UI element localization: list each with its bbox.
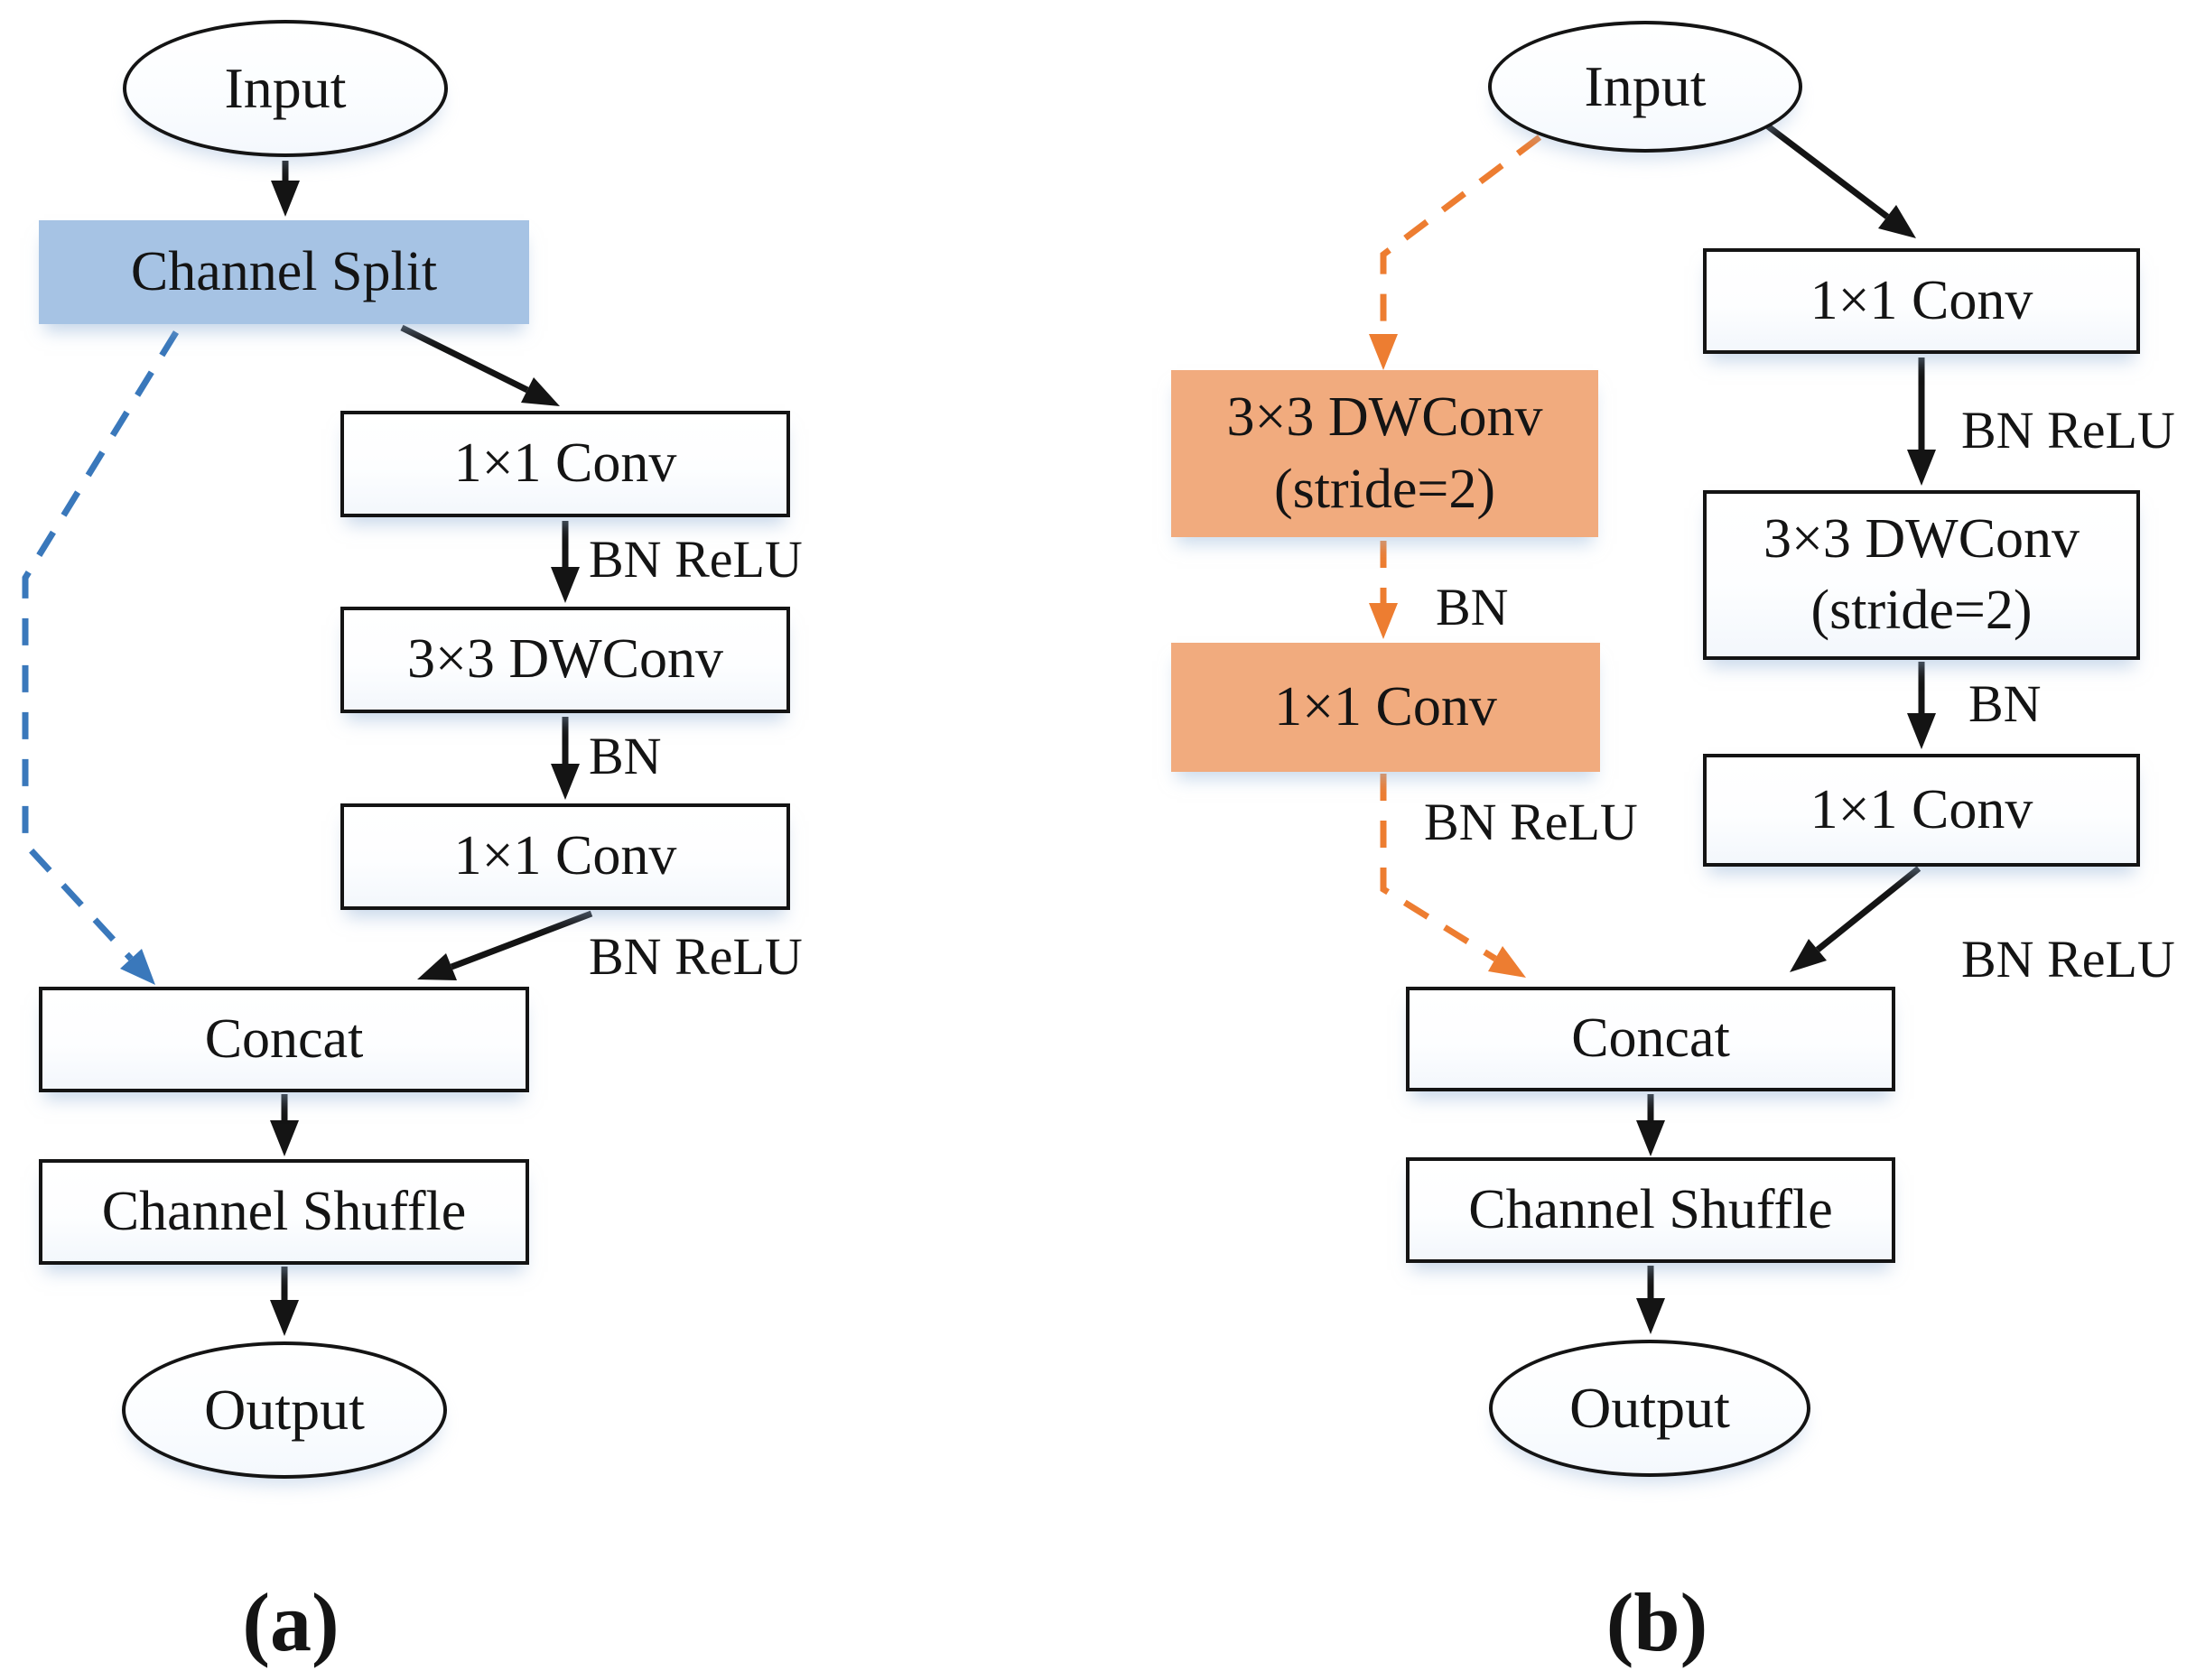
b-arrow-conv1-dw-head-icon: [1907, 450, 1936, 486]
b-input-ellipse: Input: [1488, 21, 1802, 153]
b-right-bn-relu-label-2: BN ReLU: [1961, 930, 2175, 989]
a-arrow-shuffle-output-head-icon: [270, 1300, 299, 1336]
b-arrow-dw-conv2-head-icon: [1907, 713, 1936, 749]
a-conv2-box: 1×1 Conv: [340, 803, 790, 910]
a-arrow-concat-shuffle-head-icon: [270, 1120, 299, 1156]
b-left-bn-relu-label: BN ReLU: [1424, 793, 1638, 851]
b-arrow-input-conv1-line: [1765, 124, 1890, 219]
b-arrow-input-conv1-head-icon: [1878, 205, 1916, 238]
b-arrow-conv2-concat-line: [1815, 866, 1922, 952]
a-arrow-split-conv1-line: [400, 324, 529, 394]
caption-b: (b): [1605, 1576, 1708, 1668]
b-right-dwconv-line2: (stride=2): [1810, 580, 2033, 641]
b-dashed-input-dw-head-icon: [1369, 334, 1398, 370]
a-conv1-box: 1×1 Conv: [340, 411, 790, 517]
a-arrow-conv2-concat-head-icon: [417, 953, 457, 980]
b-arrow-shuffle-output-head-icon: [1636, 1298, 1665, 1334]
b-right-conv2-box: 1×1 Conv: [1703, 754, 2140, 867]
b-left-dwconv-line2: (stride=2): [1273, 458, 1495, 520]
a-shortcut-dashed-line: [22, 330, 179, 961]
b-concat-box: Concat: [1406, 987, 1895, 1091]
a-arrow-dw-conv2-head-icon: [551, 764, 580, 800]
a-concat-box: Concat: [39, 987, 529, 1092]
a-bn-label: BN: [589, 727, 662, 785]
a-bn-relu-label-1: BN ReLU: [589, 530, 803, 589]
b-right-conv1-box: 1×1 Conv: [1703, 248, 2140, 354]
b-left-bn-label: BN: [1436, 578, 1509, 636]
b-arrow-concat-shuffle-head-icon: [1636, 1120, 1665, 1156]
b-right-dwconv-line1: 3×3 DWConv: [1763, 507, 2080, 570]
b-left-dwconv-box: 3×3 DWConv (stride=2): [1171, 370, 1598, 537]
a-dwconv-box: 3×3 DWConv: [340, 607, 790, 713]
a-bn-relu-label-2: BN ReLU: [589, 927, 803, 986]
a-arrow-conv2-concat-line: [450, 910, 593, 970]
b-right-bn-label: BN: [1968, 674, 2042, 733]
a-arrow-input-split-head-icon: [271, 181, 300, 217]
b-dashed-dw-conv-head-icon: [1369, 603, 1398, 639]
b-right-dwconv-box: 3×3 DWConv (stride=2): [1703, 490, 2140, 660]
b-dashed-conv-concat-head-icon: [1488, 946, 1526, 978]
b-channel-shuffle-box: Channel Shuffle: [1406, 1157, 1895, 1263]
b-right-bn-relu-label-1: BN ReLU: [1961, 401, 2175, 459]
b-arrow-conv2-concat-head-icon: [1790, 939, 1827, 972]
caption-a: (a): [242, 1576, 340, 1668]
a-input-ellipse: Input: [123, 20, 448, 157]
a-output-ellipse: Output: [122, 1341, 447, 1479]
b-left-dwconv-line1: 3×3 DWConv: [1226, 386, 1543, 449]
b-output-ellipse: Output: [1489, 1340, 1810, 1477]
a-arrow-conv1-dw-head-icon: [551, 567, 580, 603]
b-dashed-input-dw-line: [1380, 135, 1542, 336]
a-channel-shuffle-box: Channel Shuffle: [39, 1159, 529, 1265]
b-left-conv-box: 1×1 Conv: [1171, 643, 1600, 772]
a-channel-split-box: Channel Split: [39, 220, 529, 324]
a-arrow-split-conv1-head-icon: [521, 377, 560, 406]
a-shortcut-arrow-head-icon: [120, 949, 155, 985]
b-dashed-conv-concat-line: [1380, 774, 1497, 961]
